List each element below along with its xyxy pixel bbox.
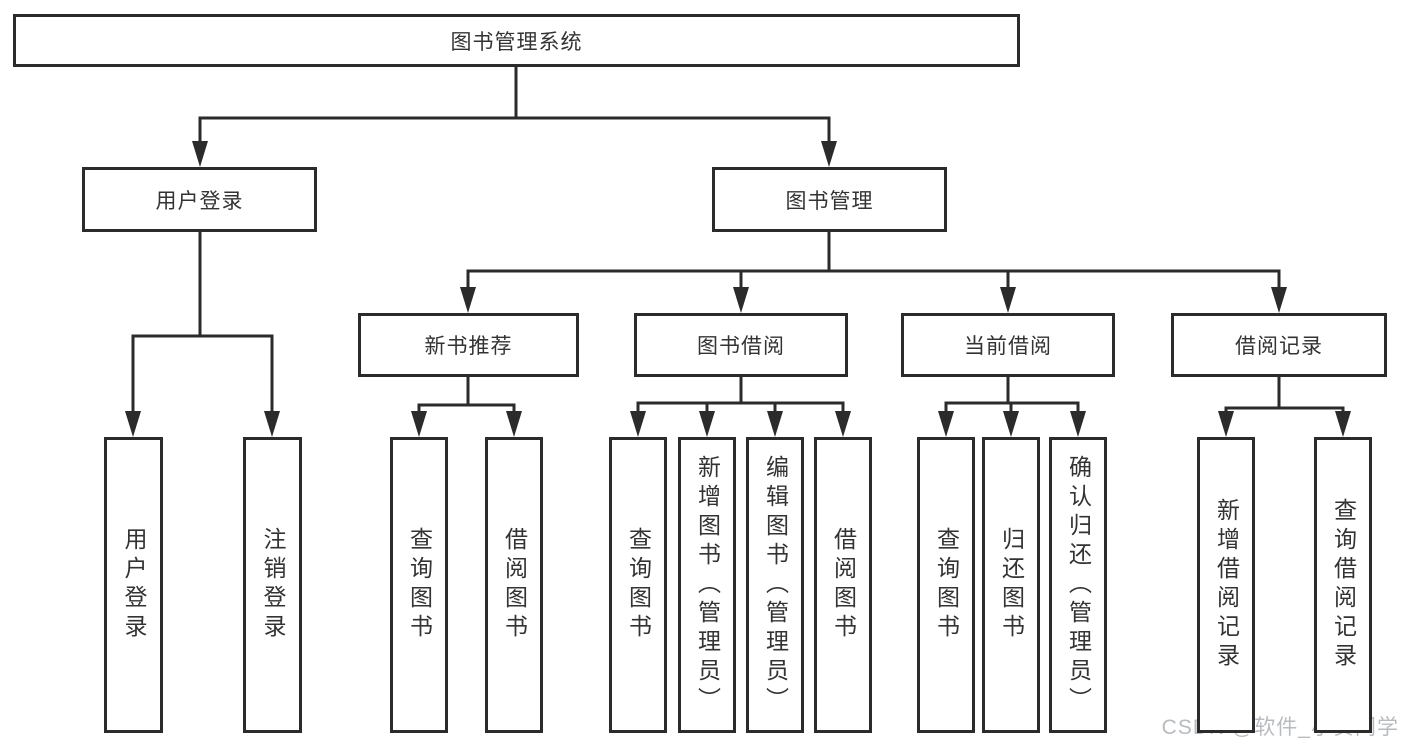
node-label-root: 图书管理系统 bbox=[450, 30, 583, 54]
arrowhead-icon bbox=[767, 411, 783, 437]
node-current-borrowing: 当前借阅 bbox=[901, 313, 1115, 377]
node-label-book-management: 图书管理 bbox=[785, 189, 874, 213]
arrowhead-icon bbox=[125, 411, 141, 437]
node-root: 图书管理系统 bbox=[13, 14, 1020, 67]
node-label-record-search: 查询借阅记录 bbox=[1330, 498, 1357, 672]
arrowhead-icon bbox=[1070, 411, 1086, 437]
node-label-recommend-search-book: 查询图书 bbox=[406, 527, 433, 643]
node-label-borrow-edit-book: 编辑图书（管理员） bbox=[762, 454, 789, 716]
node-user-login: 用户登录 bbox=[82, 167, 317, 232]
node-current-return-book: 归还图书 bbox=[982, 437, 1040, 733]
arrowhead-icon bbox=[733, 287, 749, 313]
arrowhead-icon bbox=[1000, 287, 1016, 313]
node-label-current-confirm-return: 确认归还（管理员） bbox=[1065, 454, 1092, 716]
arrowhead-icon bbox=[1218, 411, 1234, 437]
node-borrowing-records: 借阅记录 bbox=[1171, 313, 1387, 377]
arrowhead-icon bbox=[1003, 411, 1019, 437]
node-borrow-borrow-book: 借阅图书 bbox=[814, 437, 872, 733]
arrowhead-icon bbox=[630, 411, 646, 437]
node-logout-action: 注销登录 bbox=[243, 437, 302, 733]
node-label-book-borrowing: 图书借阅 bbox=[697, 335, 785, 358]
node-new-book-recommend: 新书推荐 bbox=[358, 313, 579, 377]
arrowhead-icon bbox=[192, 141, 208, 167]
arrowhead-icon bbox=[821, 141, 837, 167]
node-label-current-search-book: 查询图书 bbox=[933, 527, 960, 643]
node-borrow-search-book: 查询图书 bbox=[609, 437, 667, 733]
arrowhead-icon bbox=[1335, 411, 1351, 437]
arrowhead-icon bbox=[835, 411, 851, 437]
node-label-current-borrowing: 当前借阅 bbox=[964, 335, 1052, 358]
node-borrow-add-book: 新增图书（管理员） bbox=[678, 437, 736, 733]
node-label-record-add: 新增借阅记录 bbox=[1213, 498, 1240, 672]
node-login-action: 用户登录 bbox=[104, 437, 163, 733]
arrowhead-icon bbox=[411, 411, 427, 437]
node-label-borrow-search-book: 查询图书 bbox=[625, 527, 652, 643]
arrowhead-icon bbox=[506, 411, 522, 437]
node-recommend-search-book: 查询图书 bbox=[390, 437, 448, 733]
arrowhead-icon bbox=[938, 411, 954, 437]
node-label-borrowing-records: 借阅记录 bbox=[1235, 335, 1323, 358]
node-label-logout-action: 注销登录 bbox=[260, 527, 286, 643]
node-label-new-book-recommend: 新书推荐 bbox=[424, 335, 513, 358]
node-borrow-edit-book: 编辑图书（管理员） bbox=[746, 437, 804, 733]
arrowhead-icon bbox=[699, 411, 715, 437]
node-label-borrow-borrow-book: 借阅图书 bbox=[830, 527, 857, 643]
node-label-current-return-book: 归还图书 bbox=[998, 527, 1025, 643]
arrowhead-icon bbox=[264, 411, 280, 437]
node-current-search-book: 查询图书 bbox=[917, 437, 975, 733]
arrowhead-icon bbox=[1271, 287, 1287, 313]
node-current-confirm-return: 确认归还（管理员） bbox=[1049, 437, 1107, 733]
node-book-management: 图书管理 bbox=[712, 167, 947, 232]
node-label-borrow-add-book: 新增图书（管理员） bbox=[694, 454, 721, 716]
arrowhead-icon bbox=[460, 287, 476, 313]
node-label-login-action: 用户登录 bbox=[121, 527, 147, 643]
node-recommend-borrow-book: 借阅图书 bbox=[485, 437, 543, 733]
node-record-add: 新增借阅记录 bbox=[1197, 437, 1255, 733]
node-label-user-login: 用户登录 bbox=[155, 189, 244, 213]
node-label-recommend-borrow-book: 借阅图书 bbox=[501, 527, 528, 643]
node-book-borrowing: 图书借阅 bbox=[634, 313, 848, 377]
node-record-search: 查询借阅记录 bbox=[1314, 437, 1372, 733]
